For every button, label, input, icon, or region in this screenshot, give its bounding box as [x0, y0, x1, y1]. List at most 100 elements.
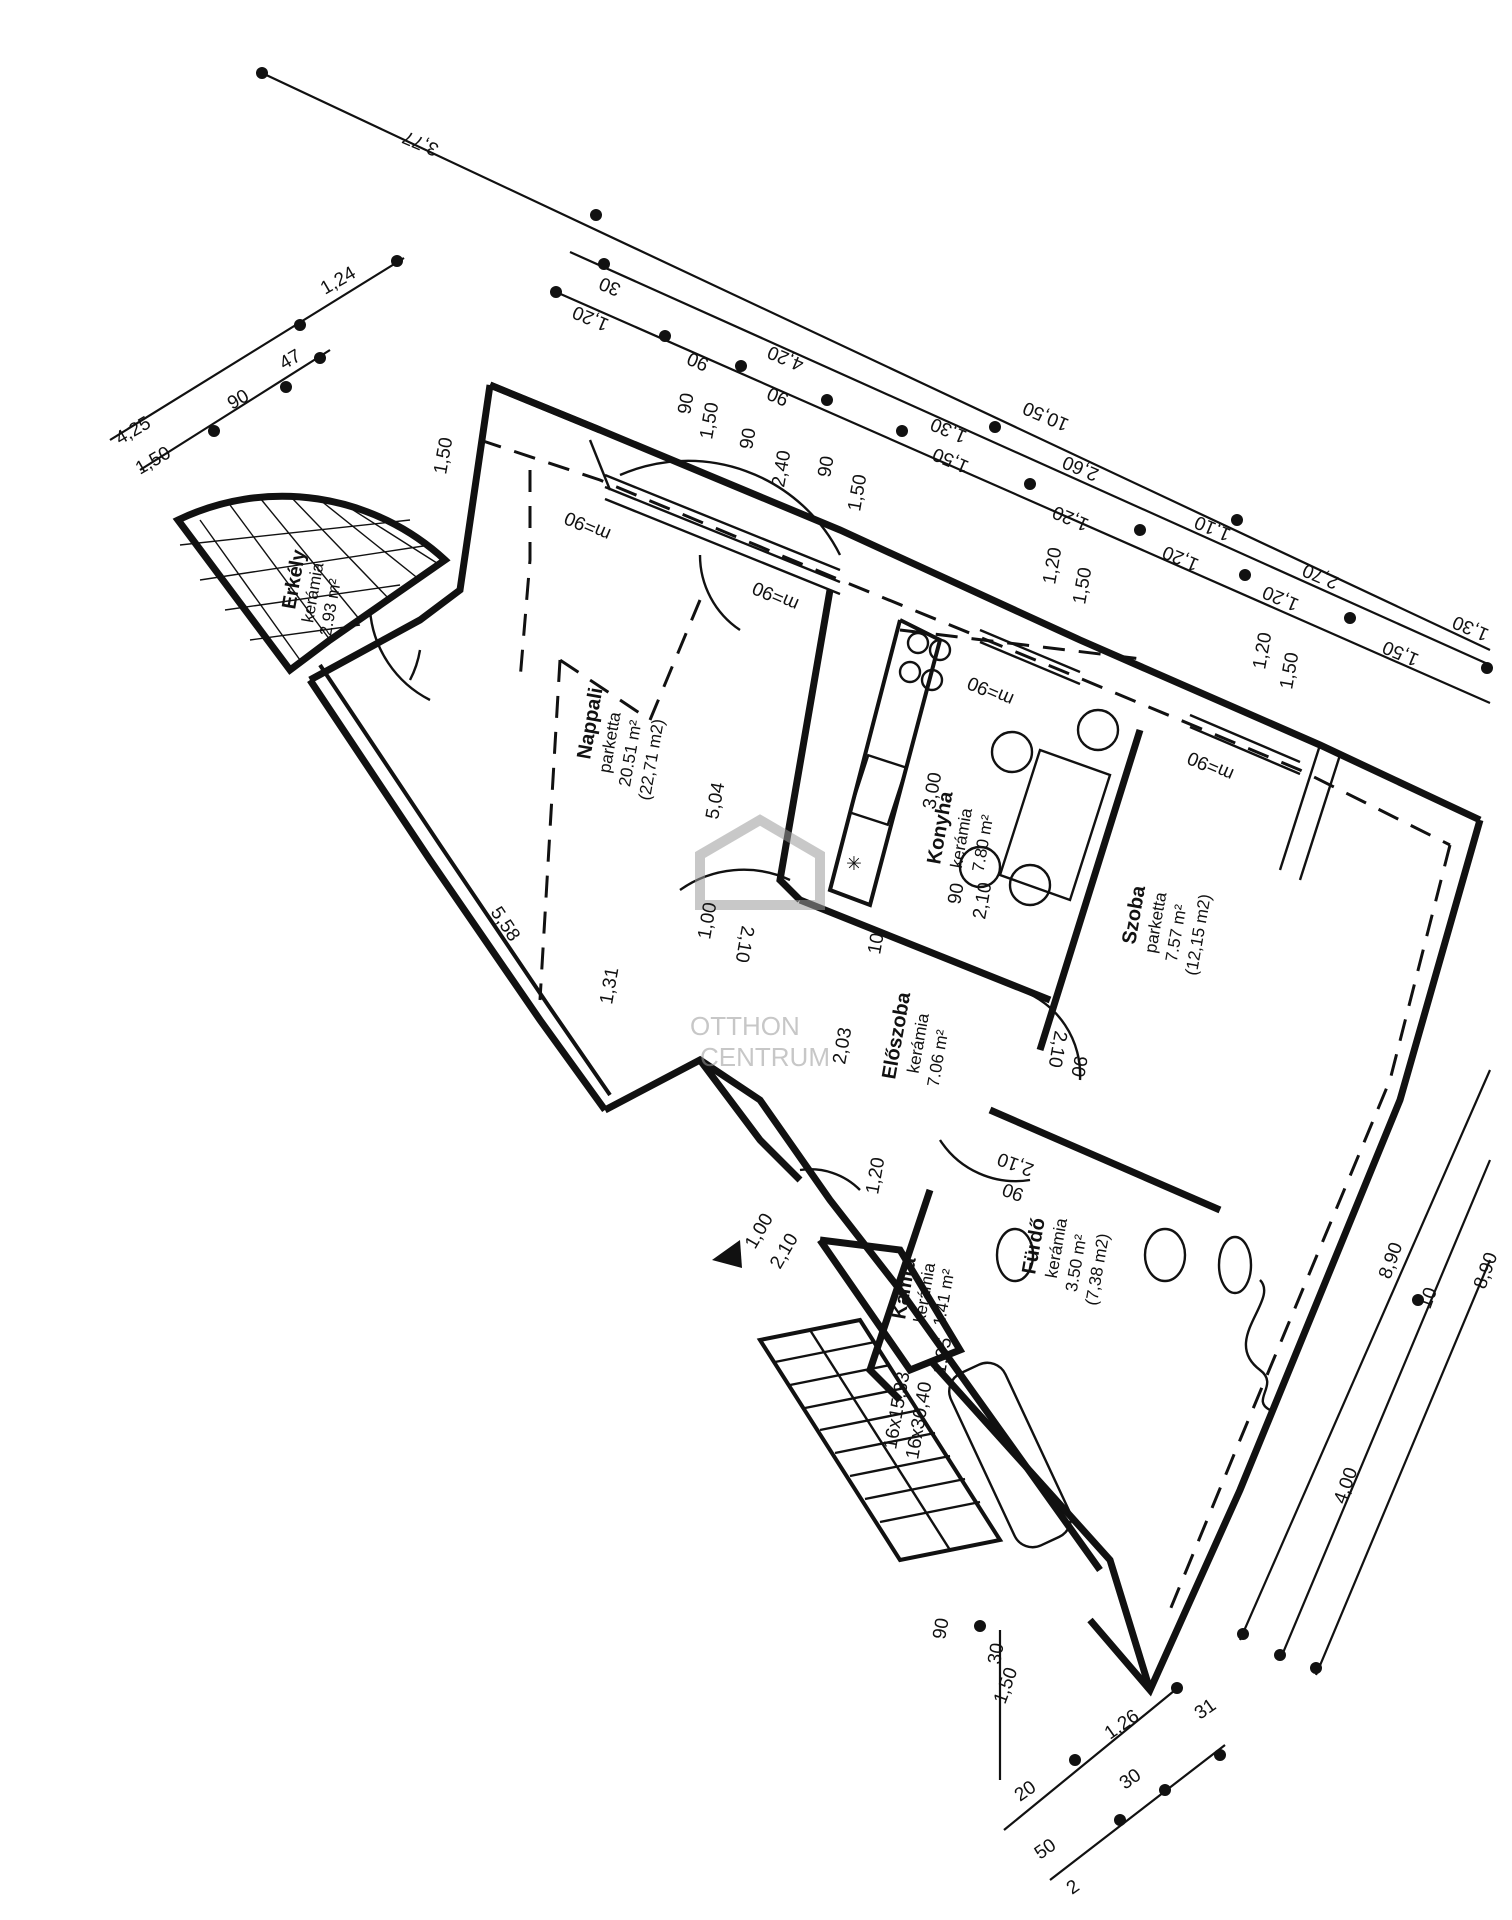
chair-icon — [1076, 708, 1120, 752]
dim-text-bottom-1: 1,26 — [1101, 1706, 1143, 1744]
dim-text-win-2: 1,50 — [696, 401, 723, 441]
watermark-line2: CENTRUM — [700, 1042, 830, 1072]
dim-text-top-partial-2: 2,60 — [1060, 451, 1102, 485]
dim-text-left-seg-3: 47 — [276, 346, 305, 375]
dim-text-bottom-2: 31 — [1191, 1695, 1220, 1724]
sink-icon — [848, 753, 908, 827]
dim-text-top-overall: 10,50 — [1020, 397, 1072, 435]
dim-text-entry-2-10: 2,10 — [766, 1230, 803, 1273]
outer-walls — [307, 381, 1484, 1697]
stove-burner-icon — [928, 638, 952, 662]
door-furdo-arc — [938, 1139, 1031, 1183]
dim-text-right-seg-3: 8,90 — [1470, 1250, 1502, 1292]
fridge-icon: ✳ — [846, 854, 862, 875]
dim-text-top-seg-8: 1,50 — [1380, 636, 1422, 670]
dim-text-left-overall: 4,25 — [112, 413, 155, 450]
window-mark-1: m=90 — [562, 507, 614, 545]
windows — [588, 439, 1342, 881]
window-side — [588, 439, 1342, 881]
dim-text-inner-1-31: 1,31 — [596, 966, 623, 1006]
dim-text-top-seg-7: 1,20 — [1260, 581, 1302, 615]
dim-text-left-seg-5: 1,50 — [430, 436, 457, 476]
balcony — [172, 492, 451, 675]
door-szoba-arc — [1019, 988, 1082, 1081]
dim-text-bottom-9: 30 — [984, 1641, 1008, 1665]
window-mark-2: m=90 — [750, 577, 802, 615]
room-label-kamra: Kamra kerámia 1.41 m² — [888, 1255, 958, 1328]
door-balcony-arc — [619, 459, 842, 556]
watermark-house-icon — [695, 814, 825, 910]
toilet-icon — [1143, 1227, 1187, 1283]
dim-text-win-4: 2,40 — [768, 449, 795, 489]
dim-text-win-9: 1,20 — [1249, 631, 1276, 671]
dim-text-bottom-6: 50 — [1031, 1835, 1060, 1864]
dimension-texts: 3,77 10,50 4,20 2,60 2,70 1,20 90 90 1,5… — [112, 126, 1502, 1899]
dimension-lines — [109, 67, 1493, 1881]
window-mark-4: m=90 — [1185, 747, 1237, 785]
dim-line-right-3 — [1314, 1259, 1492, 1676]
dim-text-top-small-3: 1,10 — [1192, 511, 1234, 545]
bidet-icon — [1217, 1235, 1253, 1295]
room-label-eloszoba: Előszoba kerámia 7.06 m² — [878, 990, 952, 1089]
stairs — [712, 1240, 1004, 1563]
door-nappali-arc — [698, 554, 741, 631]
dim-text-win-10: 1,50 — [1276, 651, 1303, 691]
room-area-total-szoba: (12,15 m2) — [1182, 893, 1215, 977]
dim-line-left-segments — [139, 349, 331, 471]
door-text-a: 90 — [944, 881, 968, 905]
dim-text-left-seg-4: 1,24 — [317, 262, 360, 299]
window-nappali — [604, 473, 841, 596]
dim-text-right-overall: 8,90 — [1375, 1240, 1407, 1282]
dim-text-win-7: 1,20 — [1039, 546, 1066, 586]
dim-text-inner-10: 10 — [864, 931, 888, 955]
shower-hose-icon — [1244, 1279, 1271, 1412]
window-mark-3: m=90 — [965, 672, 1017, 710]
dim-text-bottom-4: 20 — [1011, 1777, 1040, 1806]
dim-text-top-partial-1: 4,20 — [765, 341, 807, 375]
dim-text-top-partial-3: 2,70 — [1300, 559, 1342, 593]
dim-line-left-top — [109, 257, 405, 441]
dim-text-top-small-4: 1,30 — [1450, 611, 1492, 645]
dim-text-top-seg-1: 1,20 — [570, 301, 612, 335]
dim-text-left-seg-1: 1,50 — [132, 443, 175, 480]
chair-icon — [958, 845, 1002, 889]
dim-text-entry-1-00: 1,00 — [741, 1210, 778, 1253]
dim-text-inner-5-04: 5,04 — [702, 780, 729, 820]
stove-burner-icon — [920, 668, 944, 692]
dim-text-win-5: 90 — [814, 454, 838, 478]
bathtub-icon — [948, 1361, 1072, 1549]
dim-text-right-seg-1: 4,00 — [1330, 1465, 1362, 1507]
door-kamra-arc — [799, 1168, 861, 1191]
dim-text-top-far: 3,77 — [400, 126, 442, 160]
watermark: OTTHON CENTRUM — [690, 814, 830, 1072]
bathroom-fixtures — [948, 1227, 1271, 1549]
door-eloszoba-arc — [679, 868, 791, 891]
dim-line-right-2 — [1278, 1159, 1492, 1661]
door-text-f: 90 — [1000, 1178, 1027, 1205]
dim-text-right-seg-2: 10 — [1415, 1285, 1442, 1312]
dashed-outline — [479, 438, 1452, 1611]
dim-line-bottom-1 — [1003, 1685, 1181, 1831]
door-text-d: 90 — [1066, 1054, 1090, 1078]
dim-text-inner-1-20: 1,20 — [862, 1156, 889, 1196]
dim-line-top-segments — [555, 290, 1491, 705]
window-szoba — [1189, 713, 1301, 776]
dim-line-top-overall — [569, 250, 1491, 667]
dim-text-win-8: 1,50 — [1069, 566, 1096, 606]
dim-line-right-1 — [1238, 1069, 1492, 1641]
door-text-e: 2,10 — [995, 1148, 1037, 1180]
dim-text-top-seg-5: 1,20 — [1050, 501, 1092, 535]
dim-text-win-6: 1,50 — [844, 473, 871, 513]
chair-icon — [990, 730, 1034, 774]
dim-text-top-seg-6: 1,20 — [1160, 541, 1202, 575]
window-konyha — [979, 628, 1081, 686]
chair-icon — [1008, 863, 1052, 907]
dim-text-top-small-1: 30 — [596, 272, 624, 300]
dim-text-inner-2-10: 2,10 — [731, 924, 758, 964]
dim-text-top-small-2: 1,30 — [928, 413, 970, 447]
room-label-furdo: Fürdő kerámia 3.50 m² (7,38 m2) — [1018, 1216, 1113, 1307]
dim-line-bottom-2 — [1049, 1744, 1226, 1881]
dim-text-bottom-3: 30 — [1116, 1765, 1145, 1794]
dim-text-win-3: 90 — [736, 426, 760, 450]
